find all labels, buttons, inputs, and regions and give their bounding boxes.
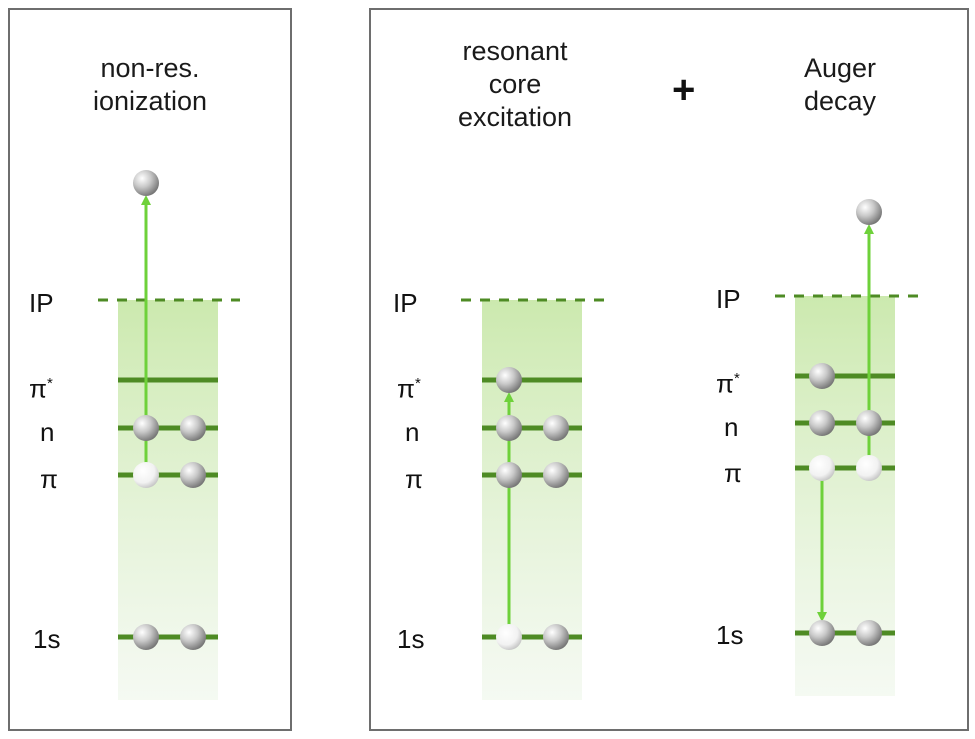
label-pistar-2-sup: * [414, 375, 421, 392]
electron-ejected-1 [133, 170, 159, 196]
label-pistar-1: π* [29, 371, 53, 402]
electron-pistar-3 [809, 363, 835, 389]
title-auger-decay: Auger decay [803, 53, 877, 116]
label-pistar-3-text: π [716, 368, 734, 399]
label-n-3: n [724, 412, 739, 442]
label-n-2: n [405, 417, 420, 447]
electron-n-2a [496, 415, 522, 441]
hole-pi-3a [809, 455, 835, 481]
electron-pi-2b [543, 462, 569, 488]
hole-pi-3b [856, 455, 882, 481]
label-n-1: n [40, 417, 55, 447]
plus-sign: + [672, 68, 696, 112]
electron-1s-2b [543, 624, 569, 650]
electron-pi-1b [180, 462, 206, 488]
label-pistar-1-text: π [29, 373, 47, 404]
electron-n-1a [133, 415, 159, 441]
electron-n-2b [543, 415, 569, 441]
hole-pi-1 [133, 462, 159, 488]
label-pi-3: π [724, 458, 742, 488]
electron-pistar-2 [496, 367, 522, 393]
electron-1s-3a [809, 620, 835, 646]
title-resonant-core-excitation: resonant core excitation [457, 36, 573, 132]
electron-n-3b [856, 410, 882, 436]
electron-auger-ejected-3 [856, 199, 882, 225]
electron-pi-2a [496, 462, 522, 488]
label-pistar-3: π* [716, 366, 740, 397]
electron-n-1b [180, 415, 206, 441]
title-nonresonant-ionization: non-res. ionization [92, 53, 208, 116]
label-pistar-2-text: π [397, 373, 415, 404]
label-pi-2: π [405, 464, 423, 494]
label-ip-3: IP [716, 284, 741, 314]
hole-1s-2 [496, 624, 522, 650]
label-pi-1: π [40, 464, 58, 494]
electron-n-3a [809, 410, 835, 436]
electron-1s-1a [133, 624, 159, 650]
label-1s-3: 1s [716, 620, 744, 650]
label-ip-1: IP [29, 288, 54, 318]
electron-1s-1b [180, 624, 206, 650]
label-1s-2: 1s [397, 624, 425, 654]
label-pistar-2: π* [397, 371, 421, 402]
label-pistar-3-sup: * [733, 370, 740, 387]
label-pistar-1-sup: * [46, 375, 53, 392]
label-1s-1: 1s [33, 624, 61, 654]
label-ip-2: IP [393, 288, 418, 318]
electron-1s-3b [856, 620, 882, 646]
